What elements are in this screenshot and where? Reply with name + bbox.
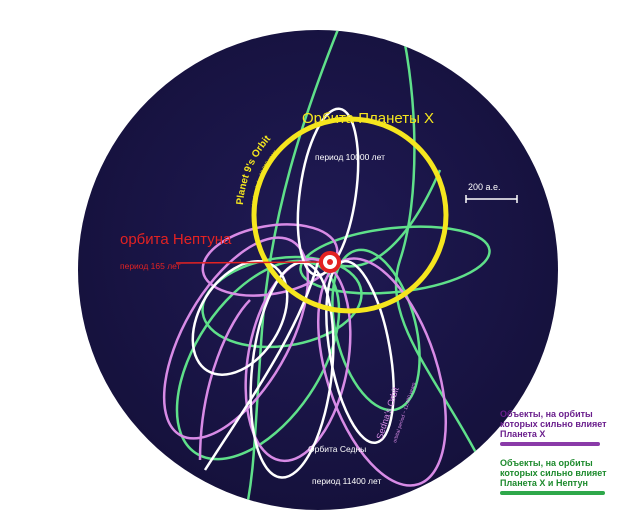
orbits-group [162,30,491,510]
legend-green: Объекты, на орбиты которых сильно влияет… [500,458,615,495]
sun-center [327,259,333,265]
neptune-orbit-label: орбита Нептуна [120,231,232,248]
planet-x-orbit-label: Орбита Планеты X [302,110,434,127]
scale-label: 200 а.е. [468,182,501,192]
sedna-orbit-label-ru: Орбита Седны [308,444,366,454]
white-orbit [203,261,320,471]
planet-x-orbit [251,116,449,314]
white-orbit [191,260,289,376]
legend-purple-text: Объекты, на орбиты которых сильно влияет… [500,409,607,439]
legend-purple: Объекты, на орбиты которых сильно влияет… [500,409,615,446]
purple-orbit [244,257,352,463]
green-orbit [331,248,421,412]
purple-orbit [198,299,251,461]
purple-orbit [201,223,339,297]
green-orbit [393,30,487,471]
neptune-period-label: период 165 лет [120,261,181,271]
green-orbit [329,169,442,268]
legend-green-text: Объекты, на орбиты которых сильно влияет… [500,458,607,488]
sedna-period-label-ru: период 11400 лет [312,476,381,486]
legend-purple-swatch [500,442,600,446]
planet-x-period-label: период 10000 лет [315,152,385,162]
green-orbit [299,225,491,295]
white-orbit [296,107,360,277]
purple-orbit [162,236,310,440]
legend-green-swatch [500,491,605,495]
white-orbit [325,259,395,445]
green-orbit [201,255,363,349]
neptune-pointer-line [175,261,321,264]
